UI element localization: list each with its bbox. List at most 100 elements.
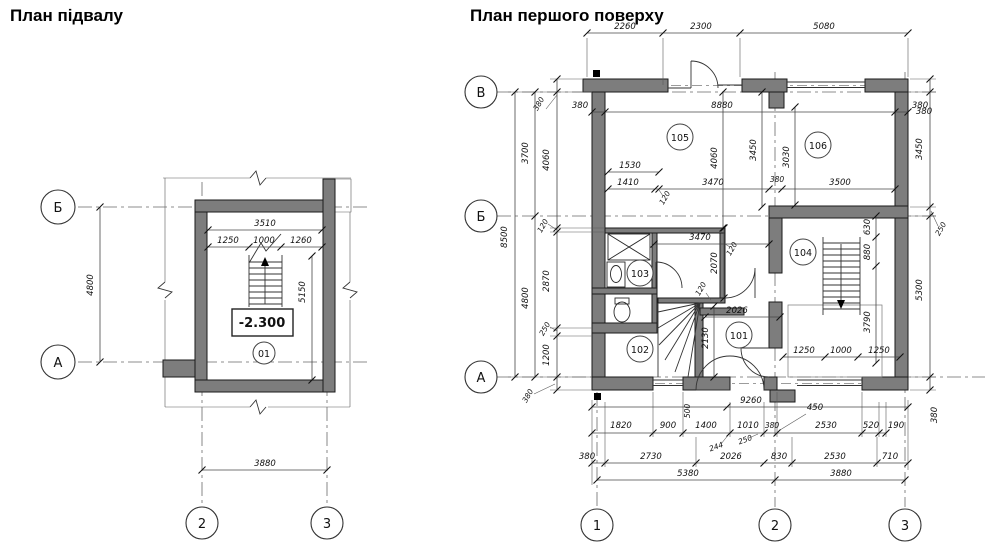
dim-120-left: 120 <box>535 217 550 234</box>
room-101-badge <box>725 321 753 349</box>
doors <box>655 60 770 391</box>
room-01-number: 01 <box>258 349 270 360</box>
basement-wall-stub <box>162 359 196 378</box>
dim-380-bottom-a: 380 <box>765 421 780 430</box>
dim-2300: 2300 <box>690 22 712 32</box>
break-marks <box>157 170 358 415</box>
basement-wall-top <box>194 199 336 213</box>
dim-1820: 1820 <box>610 421 632 431</box>
dim-1000: 1000 <box>830 346 852 356</box>
dim-1250: 1250 <box>217 236 239 246</box>
room-105-badge <box>666 123 694 151</box>
dim-8500: 8500 <box>500 226 510 248</box>
dim-5150: 5150 <box>298 281 308 303</box>
basement-title: План підвалу <box>10 6 124 25</box>
dim-1400: 1400 <box>695 421 717 431</box>
room-01-badge <box>252 341 276 365</box>
room-106-number: 106 <box>809 141 827 152</box>
basement-wall-right <box>322 178 336 393</box>
axis-label-2: 2 <box>198 517 206 532</box>
room-105-number: 105 <box>671 133 689 144</box>
basement-dim-ticks <box>96 203 331 474</box>
dim-leaders <box>533 94 939 445</box>
dim-120-b: 120 <box>724 240 739 257</box>
dim-120-c: 120 <box>693 280 708 297</box>
room-104-badge <box>789 238 817 266</box>
dim-2870: 2870 <box>542 270 552 292</box>
dim-2530-a: 2530 <box>815 421 837 431</box>
basement-boundary-lines <box>163 177 352 408</box>
axis-circle-1 <box>580 508 614 542</box>
column-marker-bottom-icon <box>594 393 601 400</box>
basement-plan: План підвалу 3510 1250 1000 1260 5150 48… <box>10 6 368 540</box>
dim-4800: 4800 <box>86 274 96 296</box>
axis-label-a: А <box>54 356 63 371</box>
column-marker-top-icon <box>593 70 600 77</box>
dim-5080: 5080 <box>813 22 835 32</box>
dim-3450-right: 3450 <box>915 138 925 160</box>
dim-8880: 8880 <box>711 101 733 111</box>
first-dim-lines <box>514 32 931 481</box>
dim-2530-b: 2530 <box>824 452 846 462</box>
first-dim-ticks <box>511 29 934 484</box>
sink <box>606 261 626 288</box>
room-102-badge <box>626 335 654 363</box>
dim-3450-interior: 3450 <box>749 139 759 161</box>
room-103-badge <box>626 259 654 287</box>
dim-1000: 1000 <box>253 236 275 246</box>
exterior-walls <box>582 78 909 403</box>
dim-120-a: 120 <box>657 189 672 206</box>
axis-label-v: В <box>477 86 486 101</box>
dim-880: 880 <box>863 244 873 260</box>
dim-1200: 1200 <box>542 344 552 366</box>
dim-3880: 3880 <box>254 459 276 469</box>
dim-900: 900 <box>660 421 676 431</box>
level-mark: -2.300 <box>239 316 286 331</box>
axis-label-3: 3 <box>323 517 331 532</box>
axis-label-a-first: А <box>477 371 486 386</box>
dim-3470-a: 3470 <box>702 178 724 188</box>
dim-710: 710 <box>882 452 898 462</box>
dim-3030: 3030 <box>782 146 792 168</box>
axis-label-b-first: Б <box>477 210 486 225</box>
axis-label-1: 1 <box>593 519 601 534</box>
dim-380-right-top: 380 <box>916 107 932 117</box>
axis-circle-2 <box>185 506 219 540</box>
dim-380-right-bottom: 380 <box>930 407 940 423</box>
first-floor-plan: План першого поверху <box>464 6 985 542</box>
dim-380-bottom-b: 380 <box>579 452 595 462</box>
stair-arrow-up-icon <box>261 257 269 266</box>
dim-3510: 3510 <box>254 219 276 229</box>
dim-830: 830 <box>771 452 787 462</box>
dim-190: 190 <box>888 421 904 431</box>
dim-1530: 1530 <box>619 161 641 171</box>
dim-3500: 3500 <box>829 178 851 188</box>
dim-2730: 2730 <box>640 452 662 462</box>
dim-520: 520 <box>863 421 879 431</box>
room-104-number: 104 <box>794 248 812 259</box>
bathtub <box>607 233 651 261</box>
axis-circle-3-first <box>888 508 922 542</box>
dim-3790: 3790 <box>863 311 873 333</box>
dim-380-left-bottom: 380 <box>520 387 535 404</box>
axis-circle-b <box>40 189 76 225</box>
dim-380-top-left: 380 <box>572 101 588 111</box>
dim-1010: 1010 <box>737 421 759 431</box>
room-103-number: 103 <box>631 269 649 280</box>
dim-250-left: 250 <box>537 320 552 337</box>
dim-450: 450 <box>807 403 823 413</box>
dim-380-top-right: 380 <box>912 101 928 111</box>
dim-500: 500 <box>683 404 692 419</box>
dim-2070: 2070 <box>710 252 720 274</box>
dim-1250-a: 1250 <box>793 346 815 356</box>
winder-stair <box>657 302 701 378</box>
dim-2026-interior: 2026 <box>726 306 748 316</box>
first-floor-title: План першого поверху <box>470 6 664 25</box>
stair-arrow-down-icon <box>837 300 845 309</box>
dim-2026-bottom: 2026 <box>720 452 742 462</box>
dim-5380: 5380 <box>677 469 699 479</box>
dim-9260: 9260 <box>740 396 762 406</box>
room-102-number: 102 <box>631 345 649 356</box>
dim-5300: 5300 <box>915 279 925 301</box>
